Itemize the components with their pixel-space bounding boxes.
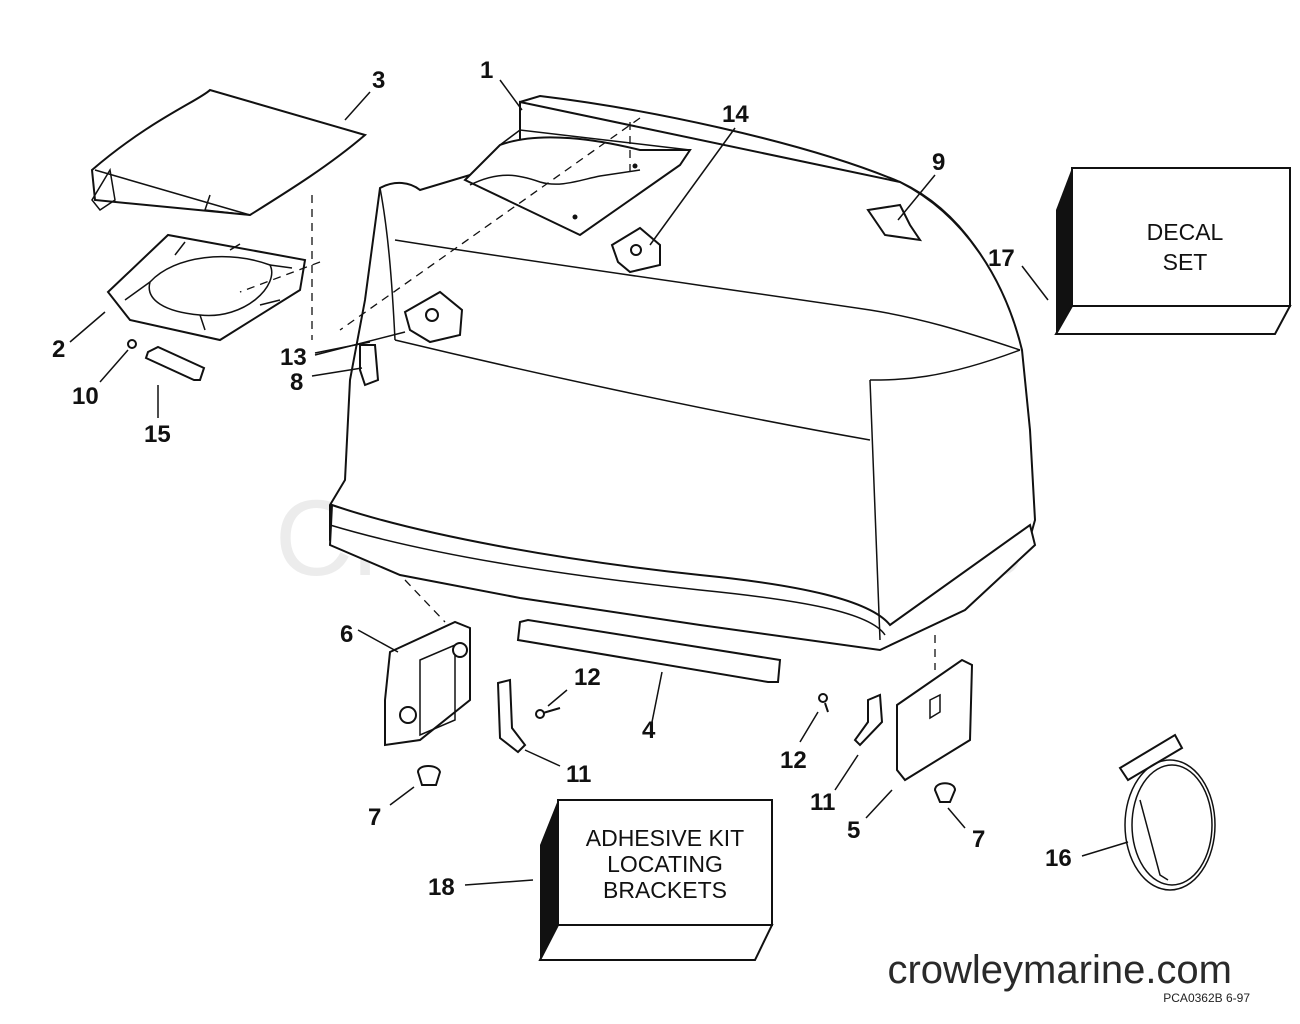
callout-5: 5 [847,817,860,844]
screw-12a [535,707,561,719]
bracket-11b [853,693,884,747]
svg-text:ADHESIVE KIT: ADHESIVE KIT [586,825,744,851]
svg-text:DECAL: DECAL [1147,219,1224,245]
callout-16: 16 [1045,845,1072,872]
leader-lines [69,79,1129,886]
bracket-5 [896,658,974,782]
drawing-code: PCA0362B 6-97 [1163,991,1250,1005]
callout-11a: 11 [566,761,591,788]
callout-7a: 7 [368,804,381,831]
motor-cover [328,94,1037,652]
gasket-plate [106,233,307,342]
alignment-lines [239,117,936,670]
callout-1: 1 [480,57,493,84]
callout-8: 8 [290,369,303,396]
svg-text:BRACKETS: BRACKETS [603,877,727,903]
bracket-6 [384,620,471,747]
callout-12a: 12 [574,664,601,691]
fastener-10 [127,339,137,349]
callout-11b: 11 [810,789,835,816]
callout-14: 14 [722,101,749,128]
callout-13: 13 [280,344,307,371]
callout-6: 6 [340,621,353,648]
callout-15: 15 [144,421,171,448]
plug-7a [416,765,442,786]
callout-10: 10 [72,383,99,410]
latch-13 [403,290,464,344]
latch-14 [610,226,661,274]
bracket-11a [496,678,527,754]
lanyard-16 [1118,733,1216,891]
site-url: crowleymarine.com [887,948,1232,992]
svg-text:SET: SET [1163,249,1208,275]
callout-2: 2 [52,336,65,363]
silencer-cover [90,88,368,217]
callout-3: 3 [372,67,385,94]
svg-text:LOCATING: LOCATING [607,851,723,877]
callout-9: 9 [932,149,945,176]
adhesive-kit-box: ADHESIVE KIT LOCATING BRACKETS [538,799,774,961]
callout-4: 4 [642,717,656,744]
callout-7b: 7 [972,826,985,853]
screw-12b [818,693,829,713]
callout-12b: 12 [780,747,807,774]
callouts: 1 2 3 4 5 6 7 7 8 9 10 11 11 12 12 13 14… [52,57,1072,901]
seal-strip-4 [516,618,782,683]
foam-strip-15 [144,345,206,381]
callout-17: 17 [988,245,1015,272]
plug-7b [933,782,957,803]
decal-set-box: DECAL SET [1054,167,1292,335]
callout-18: 18 [428,874,455,901]
